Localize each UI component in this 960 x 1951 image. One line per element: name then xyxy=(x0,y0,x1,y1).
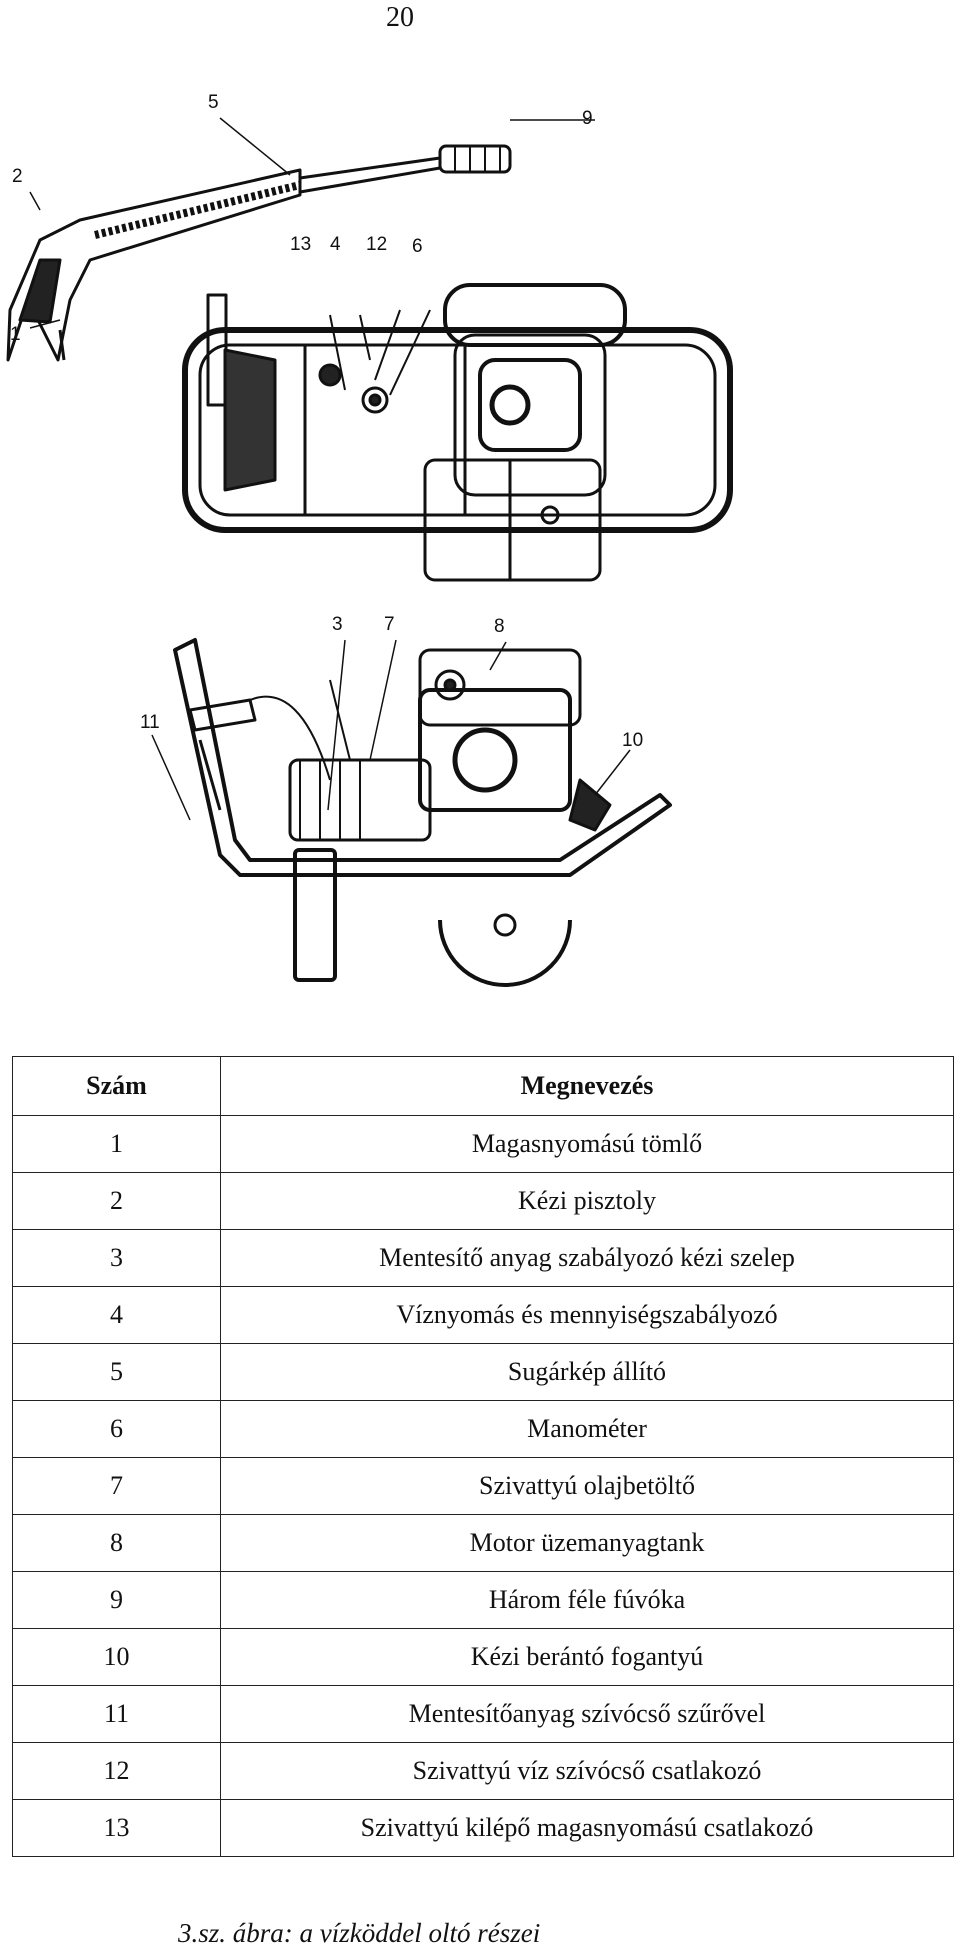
callout-leaders xyxy=(29,117,631,821)
row-number: 13 xyxy=(12,1799,221,1857)
row-name: Szivattyú víz szívócső csatlakozó xyxy=(220,1742,954,1800)
row-number: 3 xyxy=(12,1229,221,1287)
row-name: Manométer xyxy=(220,1400,954,1458)
row-number: 8 xyxy=(12,1514,221,1572)
callout-6: 6 xyxy=(412,236,423,257)
table-header-row: Szám Megnevezés xyxy=(12,1056,954,1116)
row-number: 6 xyxy=(12,1400,221,1458)
row-name: Három féle fúvóka xyxy=(220,1571,954,1629)
callout-8: 8 xyxy=(494,616,505,637)
header-number: Szám xyxy=(12,1056,221,1116)
row-name: Mentesítőanyag szívócső szűrővel xyxy=(220,1685,954,1743)
callout-1: 1 xyxy=(10,324,21,345)
row-number: 9 xyxy=(12,1571,221,1629)
side-view-drawing xyxy=(173,638,672,987)
equipment-diagram: 1 2 3 4 5 6 7 8 9 10 11 12 13 xyxy=(6,92,733,987)
row-name: Magasnyomású tömlő xyxy=(220,1115,954,1173)
figure-caption: 3.sz. ábra: a vízköddel oltó részei xyxy=(178,1918,541,1948)
row-name: Kézi pisztoly xyxy=(220,1172,954,1230)
row-name: Motor üzemanyagtank xyxy=(220,1514,954,1572)
row-name: Víznyomás és mennyiségszabályozó xyxy=(220,1286,954,1344)
callout-3: 3 xyxy=(332,614,343,635)
callout-10: 10 xyxy=(622,730,643,751)
header-name: Megnevezés xyxy=(220,1056,954,1116)
callout-7: 7 xyxy=(384,614,395,635)
row-number: 10 xyxy=(12,1628,221,1686)
row-name: Kézi berántó fogantyú xyxy=(220,1628,954,1686)
row-number: 2 xyxy=(12,1172,221,1230)
callout-13: 13 xyxy=(290,234,311,255)
row-number: 12 xyxy=(12,1742,221,1800)
row-name: Szivattyú kilépő magasnyomású csatlakozó xyxy=(220,1799,954,1857)
row-name: Szivattyú olajbetöltő xyxy=(220,1457,954,1515)
row-number: 5 xyxy=(12,1343,221,1401)
spray-gun-drawing xyxy=(6,144,512,362)
row-number: 11 xyxy=(12,1685,221,1743)
page-number: 20 xyxy=(386,2,414,33)
callout-2: 2 xyxy=(12,166,23,187)
callout-12: 12 xyxy=(366,234,387,255)
callout-5: 5 xyxy=(208,92,219,113)
top-view-drawing xyxy=(182,283,733,582)
row-number: 1 xyxy=(12,1115,221,1173)
callout-labels: 1 2 3 4 5 6 7 8 9 10 11 12 13 xyxy=(10,92,643,751)
row-name: Mentesítő anyag szabályozó kézi szelep xyxy=(220,1229,954,1287)
row-number: 4 xyxy=(12,1286,221,1344)
callout-9: 9 xyxy=(582,108,593,129)
row-name: Sugárkép állító xyxy=(220,1343,954,1401)
callout-4: 4 xyxy=(330,234,341,255)
row-number: 7 xyxy=(12,1457,221,1515)
callout-11: 11 xyxy=(140,712,160,733)
